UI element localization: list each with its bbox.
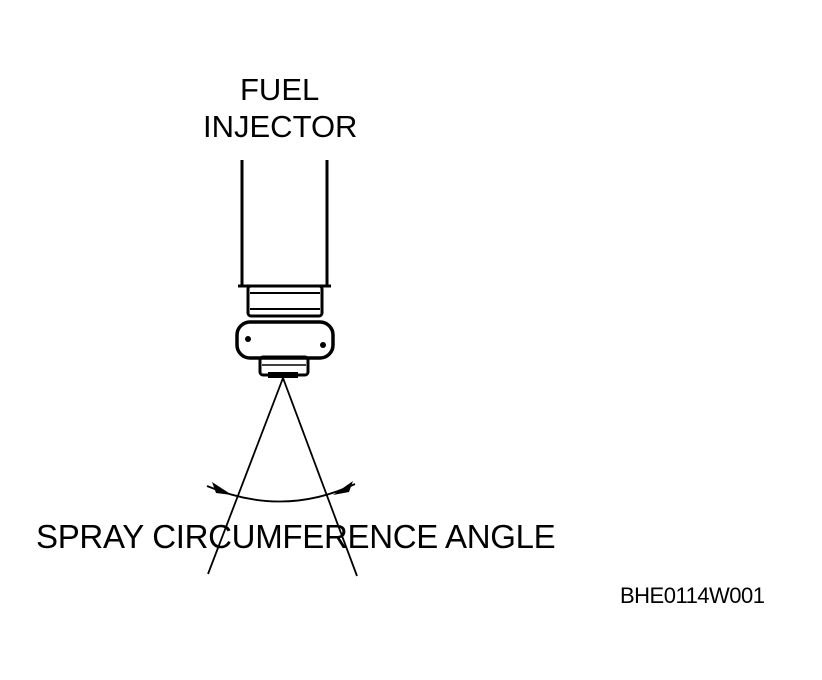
angle-arc xyxy=(206,483,356,503)
component-label-line2: INJECTOR xyxy=(203,109,358,144)
figure-code: BHE0114W001 xyxy=(620,583,765,608)
injector-seal xyxy=(235,320,335,360)
injector-nozzle xyxy=(258,355,310,378)
angle-arrowheads xyxy=(212,481,353,495)
injector-collar xyxy=(246,284,324,323)
component-label-line1: FUEL xyxy=(240,72,320,107)
injector-body xyxy=(238,160,331,288)
spray-angle-label: SPRAY CIRCUMFERENCE ANGLE xyxy=(36,518,556,555)
spray-cone xyxy=(207,377,358,577)
